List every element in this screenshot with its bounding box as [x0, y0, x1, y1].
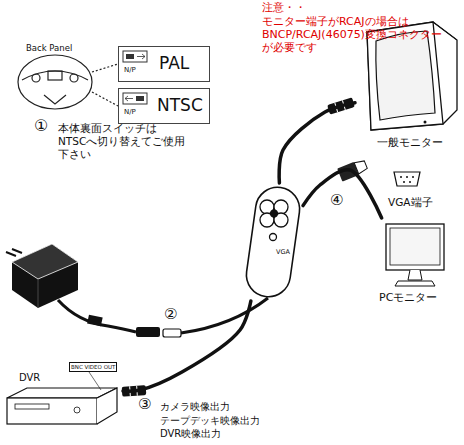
- note-heading: 注意・・: [262, 2, 306, 15]
- converter-body: [244, 184, 303, 299]
- dc-jack: [163, 329, 181, 337]
- cable-connector: [123, 301, 251, 391]
- drawing-part: [18, 55, 92, 109]
- pc-monitor-frame: [386, 224, 444, 270]
- device-label: 一般モニター: [377, 137, 443, 149]
- drawing-part: [92, 92, 118, 106]
- drawing-part: [32, 74, 40, 82]
- drawing-part: [406, 176, 408, 178]
- vga-converter: VGA: [243, 183, 303, 301]
- port-name: VGA端子: [388, 196, 433, 208]
- port-label: BNC VIDEO OUT: [69, 362, 117, 372]
- dvr-slot: [15, 404, 49, 409]
- switch-slider: [136, 96, 144, 101]
- drawing-part: [403, 181, 405, 183]
- callout-number: ①: [34, 117, 48, 135]
- pc-monitor-stand: [408, 270, 422, 280]
- drawing-part: [400, 176, 402, 178]
- drawing-part: [92, 64, 118, 72]
- switch-setting-box: N/P PAL: [118, 46, 210, 82]
- dc-plug: [136, 327, 160, 337]
- vga-port-icon: [394, 172, 420, 186]
- callout-number: ②: [164, 306, 177, 323]
- device-label: DVR: [19, 372, 40, 383]
- switch-slider: [126, 54, 134, 59]
- drawing-part: [6, 249, 22, 256]
- device-label: PCモニター: [379, 292, 437, 304]
- ferrite-core: [87, 315, 103, 327]
- drawing-part: [12, 244, 78, 308]
- logo-center: [270, 210, 278, 218]
- instruction-text: 本体裏面スイッチは NTSCへ切り替えてご使用 下さい: [58, 122, 186, 161]
- dvr-device: DVR BNC VIDEO OUT: [5, 360, 123, 430]
- drawing-part: [409, 181, 411, 183]
- drawing-part: [48, 71, 62, 80]
- back-panel-sketch: [18, 55, 118, 109]
- drawing-part: [12, 244, 78, 279]
- switch-arrow: [125, 96, 133, 101]
- cable-connector: [303, 170, 382, 218]
- drawing-part: [70, 74, 78, 82]
- dvr-side: [97, 388, 117, 424]
- panel-label: Back Panel: [26, 44, 72, 54]
- drawing-part: [354, 159, 368, 174]
- converter-button: [270, 234, 277, 241]
- pc-monitor: PCモニター: [372, 218, 452, 310]
- drawing-part: [38, 279, 39, 308]
- dvr-knob: [74, 407, 80, 413]
- pc-monitor-screen: [390, 228, 440, 265]
- note-text: モニター端子がRCAJの場合は BNCP/RCAJ(46075)変換コネクター …: [262, 15, 454, 54]
- switch-setting-box: N/P NTSC: [118, 88, 210, 124]
- power-lead: [181, 298, 268, 333]
- product-label: VGA: [276, 249, 290, 256]
- drawing-part: [394, 172, 420, 186]
- switch-arrow: [137, 54, 145, 59]
- standard-label: PAL: [159, 54, 189, 73]
- switch-icon: [123, 51, 147, 62]
- switch-icon: [123, 93, 147, 104]
- output-source-text: カメラ映像出力 テープデッキ映像出力 DVR映像出力: [160, 400, 270, 441]
- callout-number: ④: [330, 192, 343, 209]
- switch-label: N/P: [124, 109, 136, 117]
- pc-monitor-base: [395, 281, 435, 286]
- power-cable: [58, 300, 136, 332]
- monitor-button: [424, 121, 427, 124]
- monitor-screen: [376, 31, 435, 120]
- standard-label: NTSC: [157, 96, 203, 115]
- drawing-part: [44, 95, 66, 104]
- callout-number: ③: [138, 396, 151, 413]
- power-adapter: [6, 244, 78, 308]
- switch-label: N/P: [124, 67, 136, 75]
- drawing-part: [412, 176, 414, 178]
- dvr-leader: [89, 372, 101, 390]
- dvr-front: [7, 398, 97, 424]
- vga-converter-outline: [243, 183, 303, 301]
